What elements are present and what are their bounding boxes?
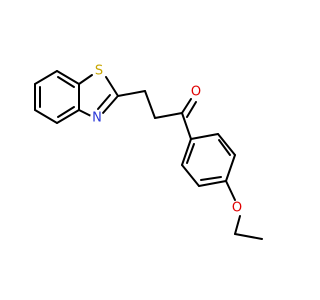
bond (144, 90, 156, 119)
bonds (34, 70, 263, 240)
bond (225, 180, 236, 201)
sulfur-atom: S (92, 64, 106, 79)
bond (234, 233, 263, 240)
bond (181, 112, 192, 140)
bond (154, 112, 183, 119)
bond (234, 215, 241, 235)
nitrogen-atom: N (90, 111, 104, 126)
bond-double-inner (97, 94, 111, 110)
bond (34, 109, 58, 124)
bond (34, 70, 58, 85)
ether-oxygen-atom: O (230, 201, 244, 216)
bond (181, 138, 192, 166)
bond-double-inner (57, 76, 75, 88)
bond (78, 109, 92, 117)
bond (225, 154, 236, 182)
atom-label-o-ether: O (232, 201, 242, 216)
bond-double-inner (186, 143, 195, 164)
bond-double-inner (200, 176, 222, 181)
bond (56, 70, 80, 85)
bond (190, 133, 219, 140)
bond (102, 96, 118, 114)
bond (56, 109, 80, 124)
carbonyl-oxygen-atom: O (189, 85, 203, 100)
bond (117, 90, 146, 97)
bond (217, 133, 236, 156)
atom-label-n: N (92, 111, 102, 126)
bond (181, 164, 200, 187)
bond-double-inner (186, 101, 197, 118)
bond-double-inner (218, 139, 231, 156)
bond (105, 76, 119, 97)
bond (181, 98, 192, 114)
bond (198, 180, 227, 187)
atom-labels: S N O O (90, 64, 244, 216)
atom-label-s: S (95, 64, 103, 79)
bond (78, 74, 93, 85)
chemical-structure-diagram: S N O O (34, 64, 263, 240)
atom-label-o-carbonyl: O (191, 85, 201, 100)
bond-double-inner (57, 106, 75, 118)
